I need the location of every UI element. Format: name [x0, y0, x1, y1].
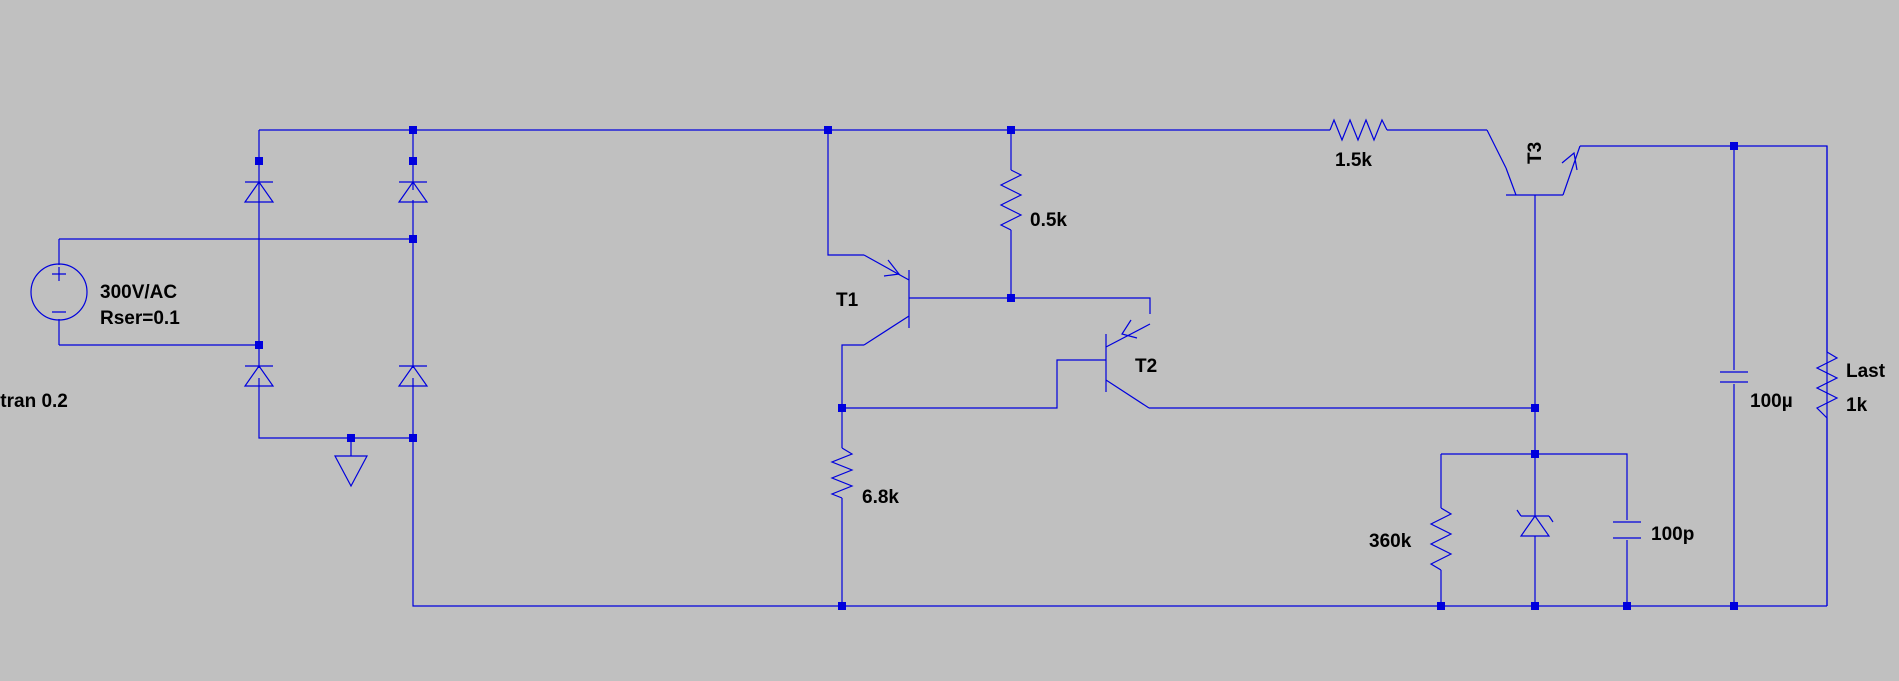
capacitor-c1-symbol [1613, 521, 1641, 539]
diode-d1-symbol [243, 180, 275, 203]
transistor-t1-symbol [863, 254, 910, 346]
resistor-r1-symbol [1329, 118, 1388, 142]
capacitor-c2-symbol [1720, 371, 1748, 383]
transistor-t3-symbol [1505, 145, 1581, 196]
capacitor-c1-label: 100p [1651, 524, 1694, 545]
transistor-t3-label: T3 [1525, 142, 1546, 164]
transistor-t2-label: T2 [1135, 356, 1157, 377]
diode-d4-symbol [397, 364, 429, 387]
ground-symbol [334, 455, 368, 488]
transistor-t1-label: T1 [836, 290, 859, 311]
load-value-label: 1k [1846, 395, 1868, 416]
wires [58, 129, 1828, 607]
zener-diode-symbol [1516, 509, 1554, 537]
tran-directive-label: .tran 0.2 [0, 391, 68, 412]
junction-dots [255, 126, 1738, 610]
diode-d3-symbol [243, 364, 275, 387]
resistor-r3-label: 6.8k [862, 487, 899, 508]
transistor-t2-symbol [1080, 319, 1151, 409]
ac-voltage-source-symbol [30, 263, 88, 321]
source-value-label: 300V/AC [100, 282, 177, 303]
load-resistor-symbol [1815, 351, 1839, 419]
source-rser-label: Rser=0.1 [100, 308, 180, 329]
capacitor-c2-label: 100µ [1750, 391, 1793, 412]
resistor-r4-symbol [1429, 507, 1453, 571]
load-name-label: Last [1846, 361, 1886, 382]
diode-d2-symbol [397, 180, 429, 203]
resistor-r2-label: 0.5k [1030, 210, 1067, 231]
resistor-r4-label: 360k [1369, 531, 1412, 552]
resistor-r1-label: 1.5k [1335, 150, 1372, 171]
resistor-r3-symbol [830, 447, 854, 499]
resistor-r2-symbol [999, 169, 1023, 231]
